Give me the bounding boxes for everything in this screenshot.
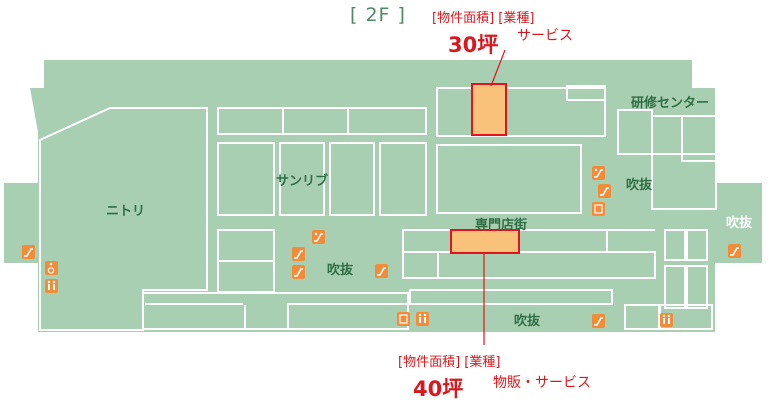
area-label-specialty: 専門店街 — [475, 218, 528, 233]
accessible-escalator-icon — [312, 230, 325, 244]
area-label-atrium: 吹抜 — [327, 263, 354, 278]
shop-outlines — [39, 85, 717, 331]
restroom-icon — [660, 313, 673, 327]
floor-label: [ 2F ] — [350, 4, 406, 26]
elevator-icon — [397, 312, 410, 326]
callout-bottom-header: [物件面積] [業種] — [398, 355, 501, 370]
highlight-unit-40tsubo[interactable] — [450, 229, 520, 254]
restroom-icon — [45, 279, 58, 293]
callout-top-header: [物件面積] [業種] — [432, 11, 535, 26]
callout-top-category: サービス — [517, 28, 573, 44]
area-label-atrium: 吹抜 — [626, 178, 653, 193]
area-label-sunlive: サンリブ — [276, 174, 329, 189]
area-label-training-center: 研修センター — [631, 96, 710, 111]
escalator-icon — [598, 184, 611, 198]
area-label-nitori: ニトリ — [106, 204, 146, 219]
callout-top-size: 30坪 — [448, 33, 499, 57]
building-outline — [4, 60, 762, 332]
accessible-escalator-icon — [592, 166, 605, 180]
area-label-atrium: 吹抜 — [726, 216, 753, 231]
restroom-icon — [416, 312, 429, 326]
escalator-icon — [292, 247, 305, 261]
escalator-icon — [22, 245, 35, 259]
callout-bottom-category: 物販・サービス — [493, 375, 591, 391]
elevator-icon — [592, 202, 605, 216]
escalator-icon — [292, 265, 305, 279]
elevator-icon — [375, 264, 388, 278]
leader-line-top — [490, 49, 506, 87]
callout-bottom-size: 40坪 — [413, 377, 464, 401]
escalator-icon — [728, 244, 741, 258]
area-label-atrium: 吹抜 — [514, 314, 541, 329]
wheelchair-icon — [45, 261, 58, 275]
highlight-unit-30tsubo[interactable] — [471, 83, 507, 136]
escalator-icon — [592, 314, 605, 328]
